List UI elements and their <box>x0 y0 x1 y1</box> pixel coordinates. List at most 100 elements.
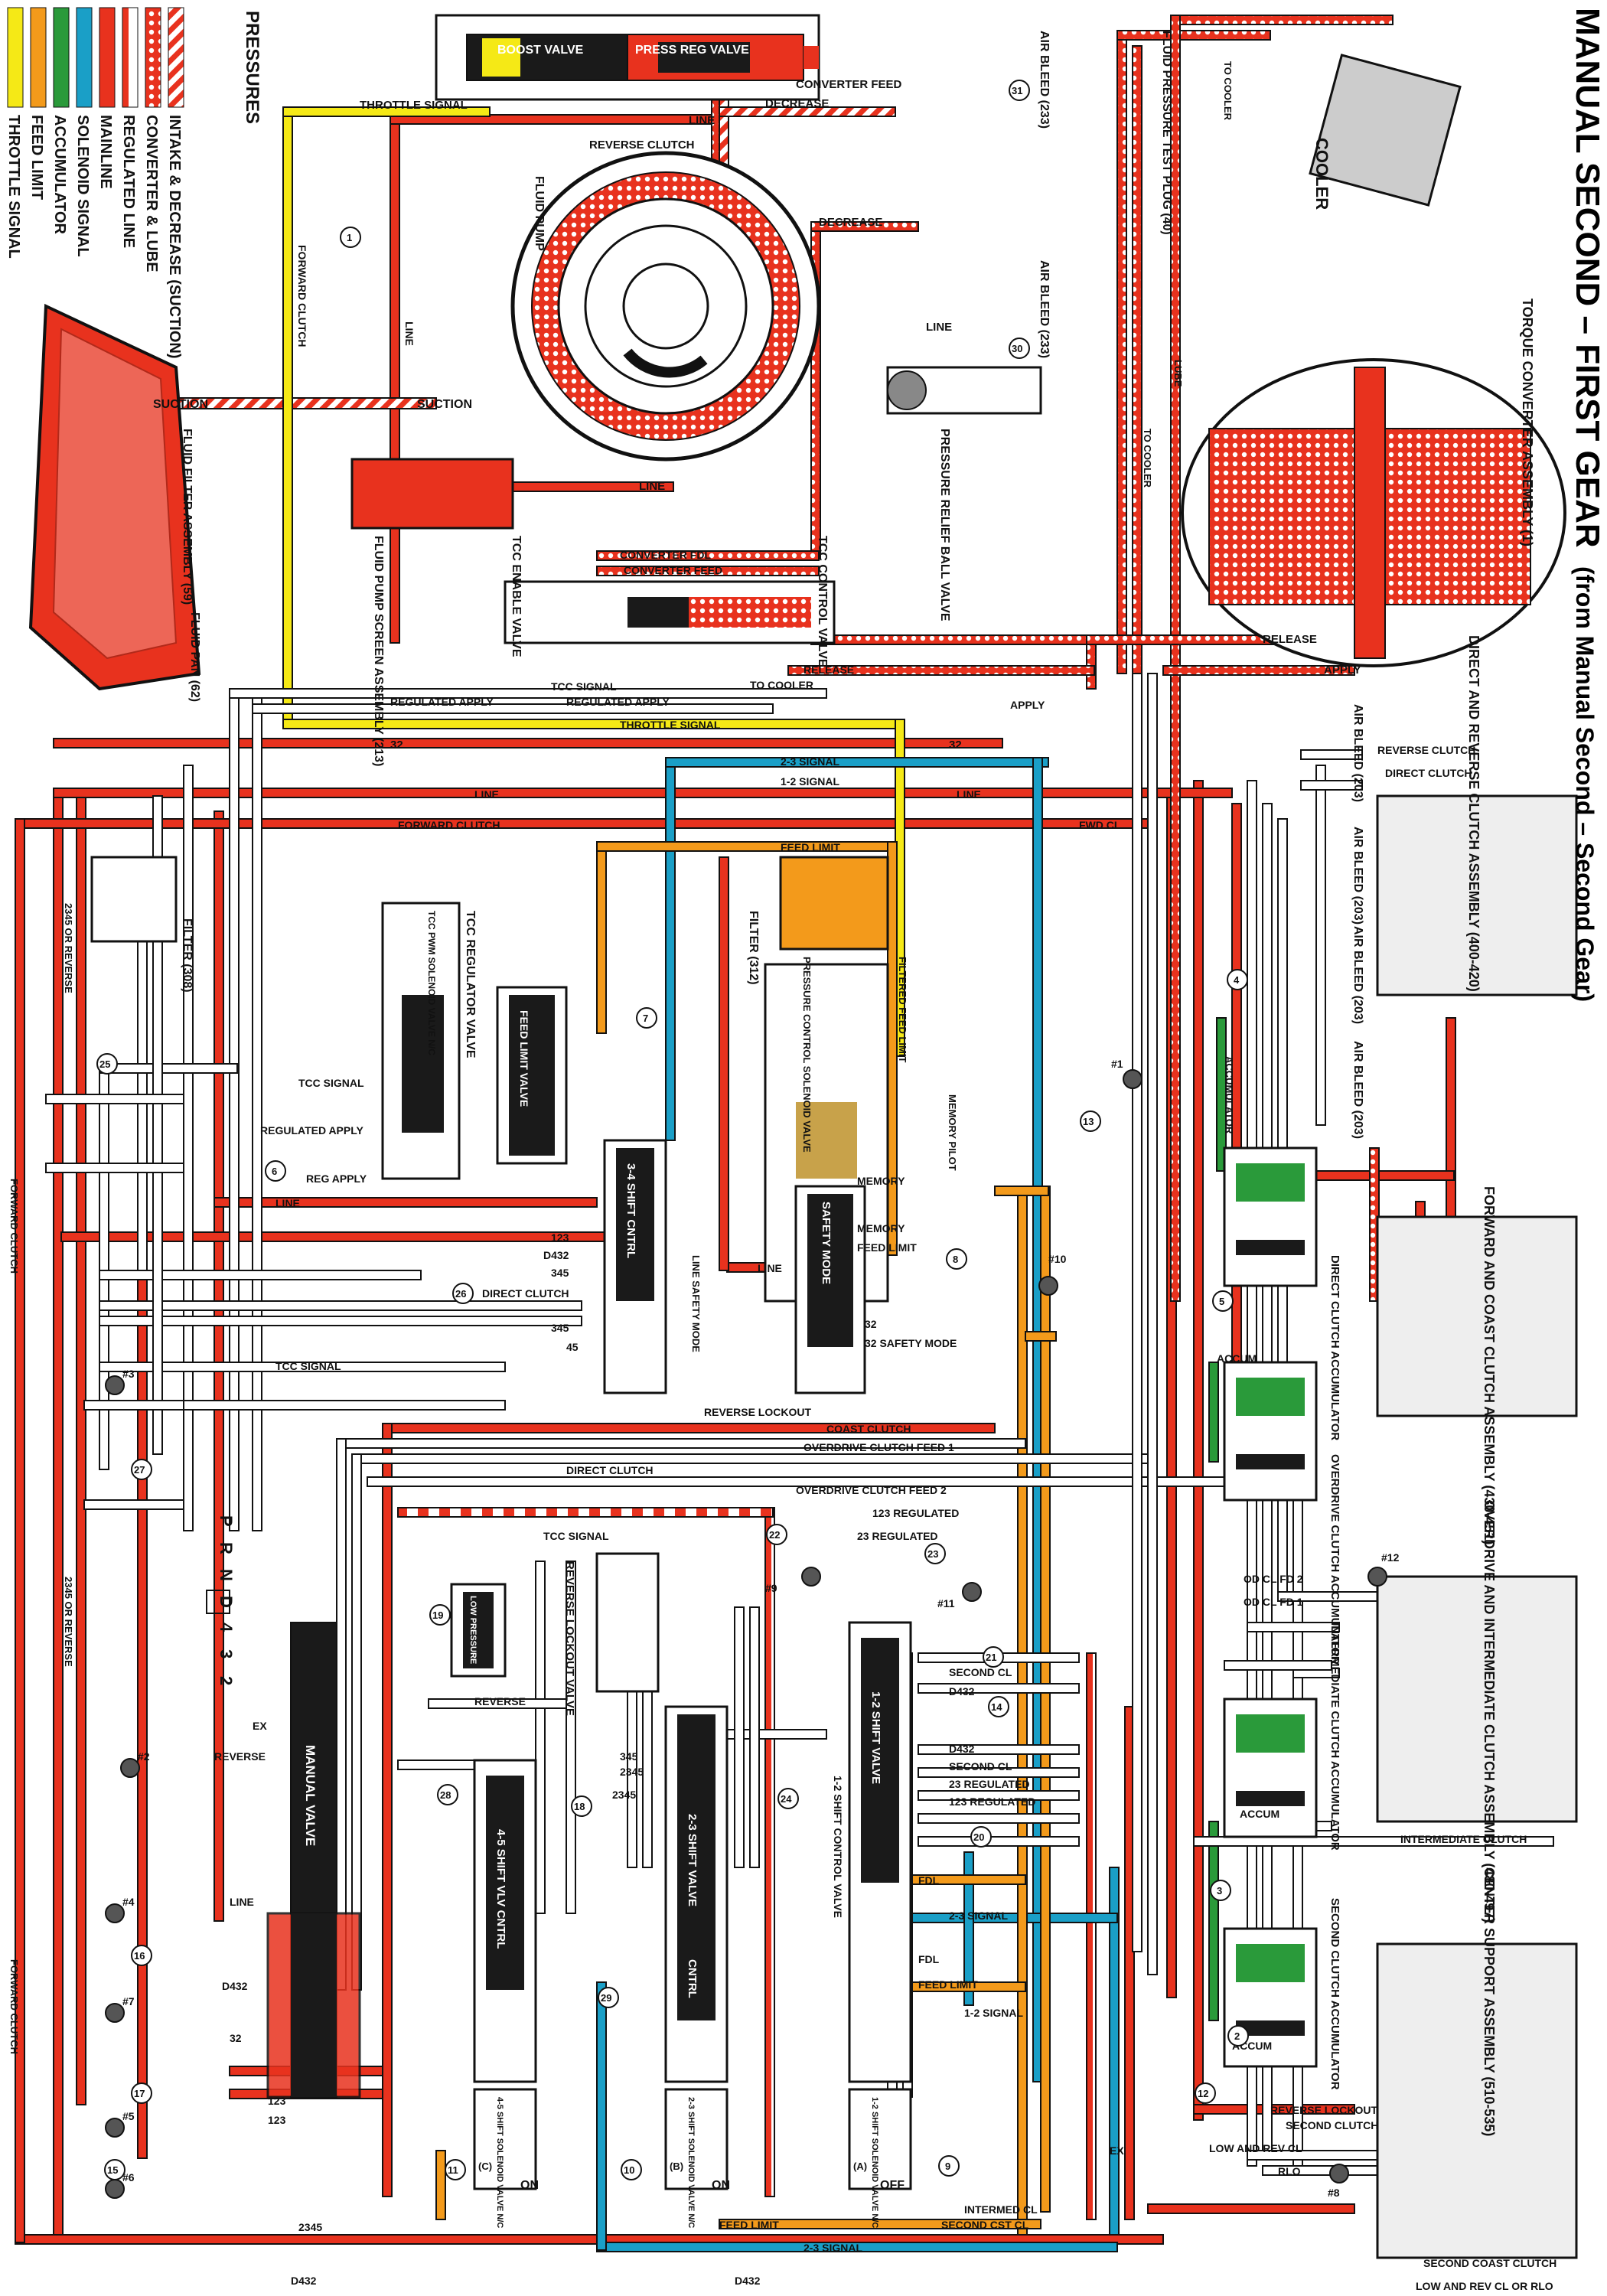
orifice: 9 <box>938 2155 960 2177</box>
check-ball-label: #5 <box>122 2110 135 2122</box>
passage-label: REVERSE <box>214 1750 266 1763</box>
passage-label: INTERMEDIATE CLUTCH <box>1400 1833 1527 1845</box>
passage-label: 2-3 SIGNAL <box>781 755 839 768</box>
orifice: 25 <box>96 1053 118 1075</box>
forward-coast-clutch-label: FORWARD AND COAST CLUTCH ASSEMBLY (430-4… <box>1482 1186 1497 1544</box>
tcc-enable-label: TCC ENABLE VALVE <box>510 536 523 657</box>
intermediate-clutch-accumulator <box>1223 1698 1318 1838</box>
forward-coast-clutch-assembly <box>1376 1215 1578 1417</box>
svg-text:22: 22 <box>769 1529 780 1541</box>
passage-label: FEED LIMIT <box>918 1978 978 1991</box>
range-selector: P R N D 4 3 2 <box>206 1515 236 1685</box>
passage-label: RLO <box>1278 2165 1301 2177</box>
legend-heading: PRESSURES <box>242 11 262 124</box>
passage-label: TCC SIGNAL <box>551 680 617 693</box>
legend-swatch-mainline <box>99 7 116 108</box>
air-bleed-203-label-b: AIR BLEED (203) <box>1351 827 1364 925</box>
svg-text:9: 9 <box>945 2161 950 2172</box>
orifice: 14 <box>988 1696 1009 1717</box>
tcc-control-label: TCC CONTROL VALVE <box>816 536 829 667</box>
svg-text:14: 14 <box>991 1701 1002 1713</box>
passage-label: FWD CL <box>1079 819 1121 831</box>
passage-labels: THROTTLE SIGNAL LINE REVERSE CLUTCH DECR… <box>8 61 1556 2292</box>
passage-label: LINE <box>957 788 981 801</box>
orifice: 5 <box>1212 1290 1234 1312</box>
passage-label: D432 <box>291 2275 317 2287</box>
svg-text:8: 8 <box>953 1254 958 1265</box>
sol-12-label: 1-2 SHIFT SOLENOID VALVE N/C <box>870 2097 879 2228</box>
passage-label: 32 <box>390 739 403 752</box>
svg-text:12: 12 <box>1198 2088 1208 2099</box>
legend: PRESSURES THROTTLE SIGNAL FEED LIMIT ACC… <box>5 7 262 359</box>
passage-label: RELEASE <box>804 664 854 676</box>
test-plug-label: FLUID PRESSURE TEST PLUG (40) <box>1160 31 1173 235</box>
orifice-markers: 1 2 3 4 5 6 7 8 9 10 11 12 13 14 15 16 1… <box>96 80 1249 2180</box>
title-main: MANUAL SECOND – FIRST GEAR <box>1569 8 1606 548</box>
svg-text:26: 26 <box>455 1288 466 1300</box>
passage-label: FEED LIMIT <box>781 841 840 853</box>
pressure-regulator-assembly <box>435 14 820 101</box>
check-ball-label: #4 <box>122 1896 135 1908</box>
torque-converter-label: TORQUE CONVERTER ASSEMBLY (1) <box>1520 298 1535 546</box>
direct-reverse-clutch-label: DIRECT AND REVERSE CLUTCH ASSEMBLY (400-… <box>1466 635 1482 992</box>
passage-label: 1-2 SIGNAL <box>781 775 839 788</box>
shift-23-valve <box>664 1705 729 2083</box>
passage-label: 2345 <box>620 1766 644 1778</box>
legend-label: ACCUMULATOR <box>51 115 68 234</box>
orifice: 18 <box>571 1795 592 1817</box>
passage-label: DIRECT CLUTCH <box>566 1464 654 1476</box>
tcc-valves <box>504 580 836 644</box>
passage-label: REVERSE LOCKOUT <box>704 1406 811 1418</box>
passage-label: D432 <box>222 1980 248 1992</box>
safety-mode-valve <box>794 1185 866 1394</box>
passage-label: THROTTLE SIGNAL <box>360 99 468 112</box>
passage-label: LINE <box>689 114 715 127</box>
passage-label: EX <box>253 1720 267 1732</box>
center-support-label: CENTER SUPPORT ASSEMBLY (510-535) <box>1482 1867 1497 2136</box>
passage-label: FEED LIMIT <box>857 1241 917 1254</box>
passage-label: SECOND COAST CLUTCH <box>1423 2257 1556 2269</box>
air-bleed-203-label: AIR BLEED (203) <box>1351 704 1364 802</box>
passage-label: REGULATED APPLY <box>566 696 670 708</box>
passage-label: REVERSE <box>474 1695 526 1707</box>
range-indicator <box>206 1590 230 1614</box>
legend-label: SOLENOID SIGNAL <box>74 115 91 257</box>
passage-label: TCC SIGNAL <box>275 1360 341 1372</box>
passage-label: 123 <box>268 2095 286 2107</box>
range-p: P <box>217 1515 236 1527</box>
passage-label: REGULATED APPLY <box>260 1124 363 1137</box>
check-ball-label: #9 <box>765 1582 777 1594</box>
svg-text:5: 5 <box>1219 1296 1224 1307</box>
orifice: 4 <box>1227 969 1248 990</box>
passage-label: LINE <box>474 788 499 801</box>
passage-label: LOW AND REV CL OR RLO <box>1416 2280 1553 2292</box>
passage-label: TCC SIGNAL <box>298 1077 364 1089</box>
orifice: 28 <box>437 1784 458 1805</box>
pressure-relief-label: PRESSURE RELIEF BALL VALVE <box>938 429 951 621</box>
passage-label: DECREASE <box>819 216 882 229</box>
passage-label: TO COOLER <box>1222 61 1234 121</box>
passage-label: 2345 <box>612 1789 636 1801</box>
sol-23-letter: (B) <box>670 2161 683 2172</box>
passage-label: FDL <box>918 1874 940 1887</box>
passage-label: 345 <box>551 1267 569 1279</box>
passage-label: ACCUM <box>1217 1352 1257 1365</box>
orifice: 6 <box>265 1160 286 1182</box>
air-bleed-233-label: AIR BLEED (233) <box>1038 31 1051 129</box>
cooler-label: COOLER <box>1312 138 1332 210</box>
orifice: 16 <box>131 1945 152 1966</box>
passage-label: 2-3 SIGNAL <box>949 1910 1008 1922</box>
intermediate-accumulator-label: INTERMEDIATE CLUTCH ACCUMULATOR <box>1328 1623 1341 1851</box>
filter-312 <box>779 856 889 951</box>
svg-text:17: 17 <box>134 2088 145 2099</box>
passage-label: D432 <box>735 2275 761 2287</box>
check-ball-label: #11 <box>937 1597 955 1609</box>
safety-mode-label: SAFETY MODE <box>820 1202 833 1284</box>
passage-label: ACCUMULATOR <box>1224 1056 1235 1134</box>
svg-text:10: 10 <box>624 2164 634 2176</box>
passage-label: REGULATED APPLY <box>390 696 494 708</box>
shift-34-control-valve <box>603 1139 667 1394</box>
legend-label: INTAKE & DECREASE (SUCTION) <box>166 115 183 359</box>
passage-label: LINE <box>639 480 665 493</box>
